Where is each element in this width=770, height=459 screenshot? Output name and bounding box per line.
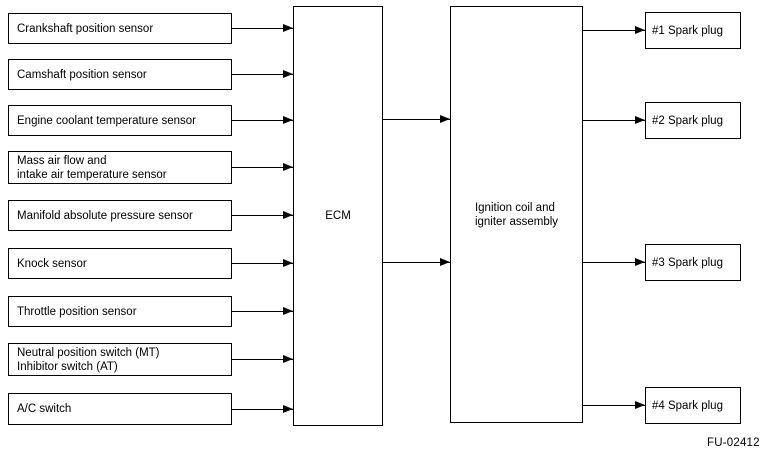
input-box-mass-air-flow-and-intake-air-temperature-sensor[interactable]: Mass air flow and intake air temperature… <box>8 151 232 184</box>
input-box-neutral-position-switch[interactable]: Neutral position switch (MT) Inhibitor s… <box>8 343 232 376</box>
ignition-coil-igniter-assembly-label: Ignition coil and igniter assembly <box>474 201 559 228</box>
input-box-label: Engine coolant temperature sensor <box>17 114 196 127</box>
input-box-knock-sensor[interactable]: Knock sensor <box>8 248 232 279</box>
arrowhead-ecm-to-ignition-lower <box>440 257 450 266</box>
arrowhead-ignition-to-spark-plug-2 <box>635 115 645 124</box>
arrowhead-camshaft-to-ecm <box>283 69 293 78</box>
input-box-crankshaft-position-sensor[interactable]: Crankshaft position sensor <box>8 13 232 44</box>
output-box-spark-plug-3[interactable]: #3 Spark plug <box>645 244 741 281</box>
figure-id-label: FU-02412 <box>707 437 760 449</box>
arrowhead-coolant-temp-to-ecm <box>283 115 293 124</box>
input-box-label: Crankshaft position sensor <box>17 22 154 35</box>
input-box-throttle-position-sensor[interactable]: Throttle position sensor <box>8 296 232 327</box>
arrowhead-ac-switch-to-ecm <box>283 404 293 413</box>
connector-maf-to-ecm <box>232 167 293 168</box>
connector-camshaft-to-ecm <box>232 74 293 75</box>
input-box-label: Neutral position switch (MT) Inhibitor s… <box>17 346 160 373</box>
arrowhead-ignition-to-spark-plug-4 <box>635 400 645 409</box>
connector-ignition-to-spark-plug-1 <box>583 30 645 31</box>
arrowhead-ignition-to-spark-plug-1 <box>635 25 645 34</box>
input-box-manifold-absolute-pressure-sensor[interactable]: Manifold absolute pressure sensor <box>8 200 232 231</box>
output-box-label: #4 Spark plug <box>652 399 723 412</box>
arrowhead-throttle-to-ecm <box>283 306 293 315</box>
output-box-label: #3 Spark plug <box>652 256 723 269</box>
input-box-label: A/C switch <box>17 403 72 415</box>
connector-map-to-ecm <box>232 215 293 216</box>
output-box-label: #2 Spark plug <box>652 114 723 127</box>
connector-ecm-to-ignition-lower <box>383 262 450 263</box>
input-box-label: Manifold absolute pressure sensor <box>17 209 193 222</box>
connector-ecm-to-ignition-upper <box>383 119 450 120</box>
arrowhead-ignition-to-spark-plug-3 <box>635 257 645 266</box>
connector-ignition-to-spark-plug-4 <box>583 405 645 406</box>
connector-ignition-to-spark-plug-3 <box>583 262 645 263</box>
input-box-label: Camshaft position sensor <box>17 68 147 81</box>
output-box-spark-plug-2[interactable]: #2 Spark plug <box>645 102 741 139</box>
output-box-spark-plug-1[interactable]: #1 Spark plug <box>645 12 741 49</box>
connector-crankshaft-to-ecm <box>232 28 293 29</box>
arrowhead-neutral-switch-to-ecm <box>283 354 293 363</box>
input-box-camshaft-position-sensor[interactable]: Camshaft position sensor <box>8 59 232 90</box>
input-box-label: Throttle position sensor <box>17 305 137 318</box>
connector-ignition-to-spark-plug-2 <box>583 120 645 121</box>
output-box-spark-plug-4[interactable]: #4 Spark plug <box>645 387 741 424</box>
ignition-coil-igniter-assembly-block[interactable]: Ignition coil and igniter assembly <box>450 6 583 423</box>
arrowhead-maf-to-ecm <box>283 162 293 171</box>
arrowhead-map-to-ecm <box>283 210 293 219</box>
ecm-block-label: ECM <box>325 210 351 222</box>
connector-throttle-to-ecm <box>232 311 293 312</box>
arrowhead-knock-to-ecm <box>283 258 293 267</box>
arrowhead-ecm-to-ignition-upper <box>440 114 450 123</box>
connector-knock-to-ecm <box>232 263 293 264</box>
output-box-label: #1 Spark plug <box>652 24 723 37</box>
input-box-engine-coolant-temperature-sensor[interactable]: Engine coolant temperature sensor <box>8 105 232 136</box>
input-box-label: Knock sensor <box>17 257 87 270</box>
connector-ac-switch-to-ecm <box>232 409 293 410</box>
input-box-ac-switch[interactable]: A/C switch <box>8 393 232 425</box>
input-box-label: Mass air flow and intake air temperature… <box>17 154 167 181</box>
ecm-block[interactable]: ECM <box>293 6 383 426</box>
connector-neutral-switch-to-ecm <box>232 359 293 360</box>
connector-coolant-temp-to-ecm <box>232 120 293 121</box>
arrowhead-crankshaft-to-ecm <box>283 23 293 32</box>
